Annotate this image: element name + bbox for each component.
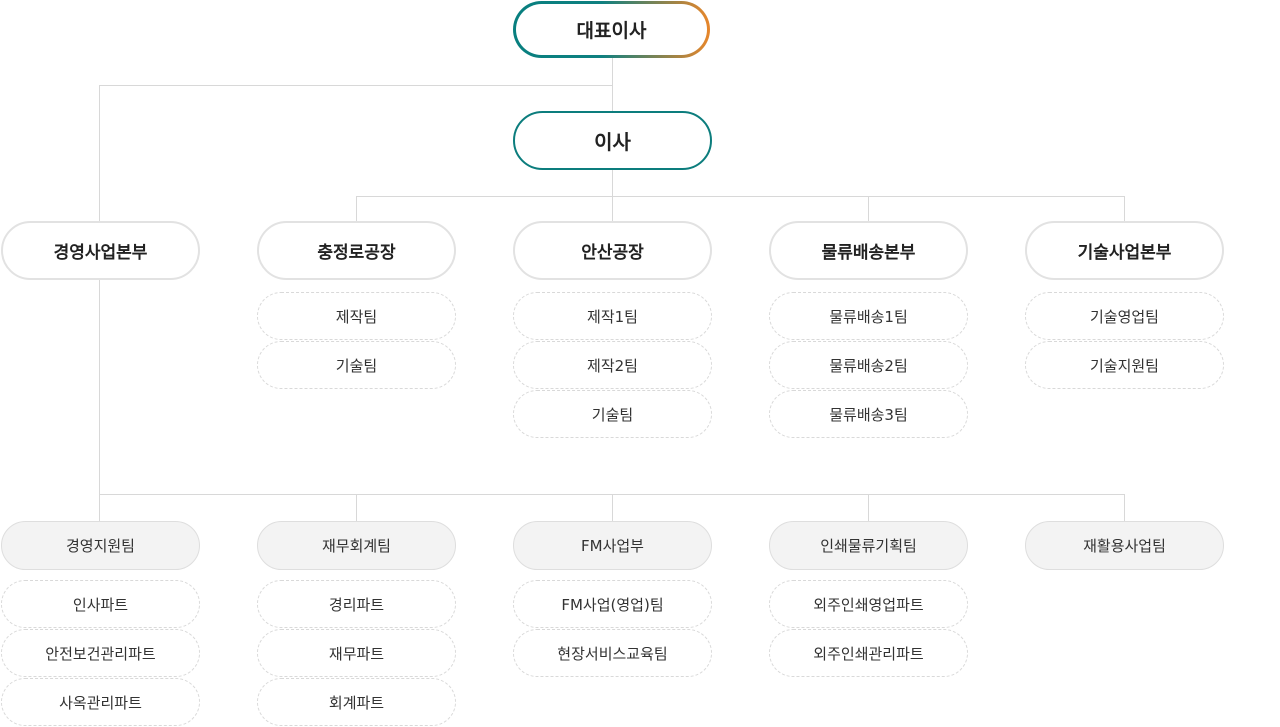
connector-sub-drop-3 <box>868 494 869 521</box>
connector-drop-1 <box>356 196 357 222</box>
team-ansan-3: 기술팀 <box>513 390 712 438</box>
part-fm-1: FM사업(영업)팀 <box>513 580 712 628</box>
connector-sub-drop-2 <box>612 494 613 521</box>
part-finance-1: 경리파트 <box>257 580 456 628</box>
team-logistics-1: 물류배송1팀 <box>769 292 968 340</box>
subdivision-fm-business: FM사업부 <box>513 521 712 570</box>
connector-top-horizontal <box>99 85 613 86</box>
part-management-2: 안전보건관리파트 <box>1 629 200 677</box>
subdivision-recycling: 재활용사업팀 <box>1025 521 1224 570</box>
team-chungjeongro-1: 제작팀 <box>257 292 456 340</box>
division-management: 경영사업본부 <box>1 221 200 280</box>
subdivision-finance-accounting: 재무회계팀 <box>257 521 456 570</box>
division-technology: 기술사업본부 <box>1025 221 1224 280</box>
connector-management-trunk <box>99 85 100 222</box>
connector-sub-drop-1 <box>356 494 357 521</box>
ceo-node: 대표이사 <box>513 1 710 58</box>
part-management-1: 인사파트 <box>1 580 200 628</box>
part-finance-3: 회계파트 <box>257 678 456 726</box>
part-finance-2: 재무파트 <box>257 629 456 677</box>
part-print-2: 외주인쇄관리파트 <box>769 629 968 677</box>
director-node: 이사 <box>513 111 712 170</box>
division-logistics: 물류배송본부 <box>769 221 968 280</box>
team-logistics-2: 물류배송2팀 <box>769 341 968 389</box>
division-ansan-factory: 안산공장 <box>513 221 712 280</box>
team-chungjeongro-2: 기술팀 <box>257 341 456 389</box>
part-management-3: 사옥관리파트 <box>1 678 200 726</box>
division-chungjeongro-factory: 충정로공장 <box>257 221 456 280</box>
connector-sub-drop-4 <box>1124 494 1125 521</box>
team-technology-1: 기술영업팀 <box>1025 292 1224 340</box>
subdivision-print-logistics-planning: 인쇄물류기획팀 <box>769 521 968 570</box>
team-logistics-3: 물류배송3팀 <box>769 390 968 438</box>
team-technology-2: 기술지원팀 <box>1025 341 1224 389</box>
connector-division-horizontal <box>356 196 1125 197</box>
connector-ceo-down <box>612 58 613 111</box>
connector-drop-4 <box>1124 196 1125 222</box>
part-print-1: 외주인쇄영업파트 <box>769 580 968 628</box>
connector-management-down <box>99 280 100 521</box>
team-ansan-2: 제작2팀 <box>513 341 712 389</box>
connector-drop-3 <box>868 196 869 222</box>
part-fm-2: 현장서비스교육팀 <box>513 629 712 677</box>
team-ansan-1: 제작1팀 <box>513 292 712 340</box>
subdivision-management-support: 경영지원팀 <box>1 521 200 570</box>
